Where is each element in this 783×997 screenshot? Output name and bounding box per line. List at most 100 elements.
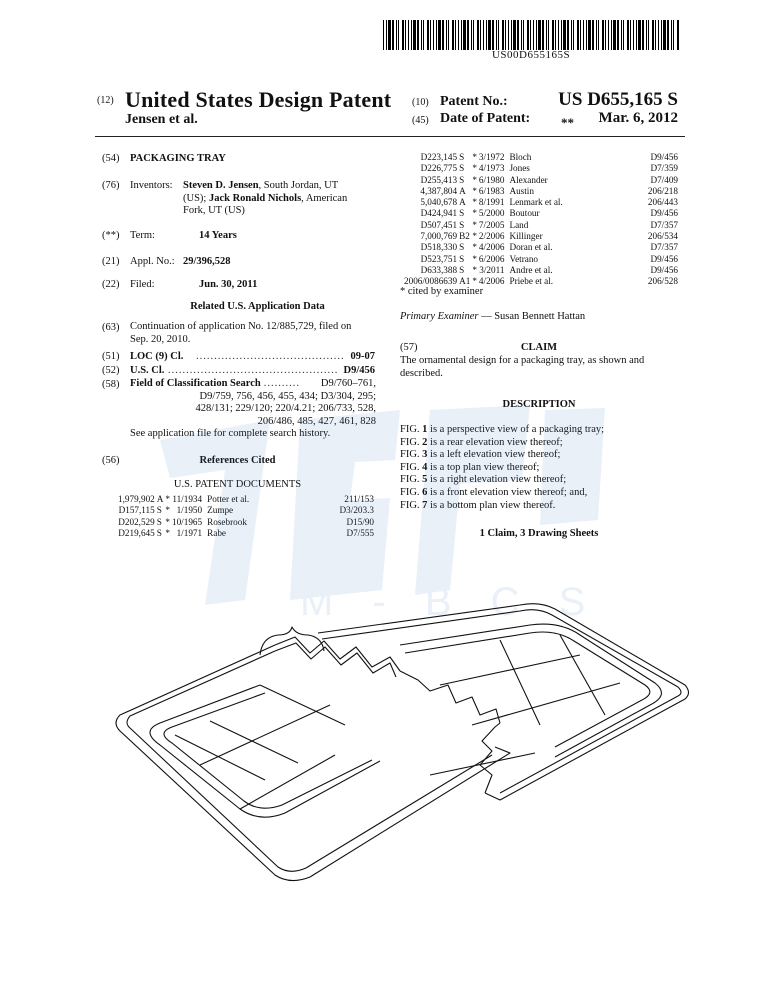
reference-inventor: Land: [509, 219, 529, 230]
barcode-bar: [652, 20, 654, 50]
barcode-bar: [386, 20, 387, 50]
barcode-bar: [488, 20, 491, 50]
code-10: (10): [412, 97, 429, 108]
barcode-bar: [417, 20, 419, 50]
reference-date: 5/2000: [478, 208, 505, 219]
barcode-bar: [405, 20, 406, 50]
reference-star: *: [472, 276, 477, 287]
reference-number: 1,979,902: [118, 494, 155, 504]
reference-number: 4,387,804: [420, 185, 458, 196]
reference-number: D219,645: [118, 527, 155, 538]
patent-barcode: [383, 20, 679, 50]
fig-text: is a bottom plan view thereof.: [427, 499, 556, 511]
patent-no-label: Patent No.:: [440, 94, 508, 109]
barcode-bar: [546, 20, 547, 50]
uscl-label: U.S. Cl.: [130, 365, 165, 376]
examiner-name: — Susan Bennett Hattan: [478, 311, 586, 322]
barcode-bar: [508, 20, 509, 50]
cited-note: * cited by examiner: [400, 286, 484, 297]
inventors-block: Steven D. Jensen, South Jordan, UT (US);…: [183, 180, 393, 218]
reference-inventor: Andre et al.: [509, 264, 553, 275]
reference-star: *: [472, 219, 477, 230]
reference-number: D424,941: [420, 208, 458, 219]
reference-class: D7/357: [650, 219, 678, 230]
barcode-bar: [442, 20, 444, 50]
barcode-bar: [492, 20, 494, 50]
reference-inventor: Lenmark et al.: [509, 197, 563, 208]
barcode-bar: [533, 20, 534, 50]
code-57: (57): [400, 342, 418, 353]
reference-date: 11/1934: [172, 494, 203, 504]
barcode-bar: [621, 20, 622, 50]
inventors-label: Inventors:: [130, 180, 173, 191]
reference-kind: A: [459, 185, 466, 196]
term-label: Term:: [130, 230, 155, 241]
header-divider: [95, 136, 685, 137]
claim-text: The ornamental design for a packaging tr…: [400, 355, 680, 380]
reference-number: D518,330: [420, 242, 458, 253]
barcode-bar: [655, 20, 656, 50]
barcode-bar: [430, 20, 431, 50]
fig-text: is a left elevation view thereof;: [427, 449, 560, 460]
barcode-bar: [542, 20, 544, 50]
reference-inventor: Killinger: [509, 231, 543, 242]
barcode-bar: [530, 20, 531, 50]
field-line-5: See application file for complete search…: [130, 428, 330, 440]
reference-kind: A: [156, 494, 164, 504]
reference-class: 211/153: [344, 494, 374, 504]
reference-date: 1/1950: [176, 505, 203, 516]
fig-text: is a rear elevation view thereof;: [427, 437, 563, 448]
reference-class: D9/456: [650, 253, 678, 264]
description-heading: DESCRIPTION: [502, 399, 576, 410]
classification-block: Field of Classification Search..........…: [130, 378, 376, 441]
reference-star: *: [472, 163, 477, 174]
code-76: (76): [102, 180, 120, 191]
inventor-1-country: (US);: [183, 192, 209, 204]
barcode-bar: [648, 20, 649, 50]
reference-star: *: [472, 197, 477, 208]
reference-date: 7/2005: [478, 219, 505, 230]
barcode-bar: [671, 20, 672, 50]
reference-inventor: Rabe: [203, 528, 338, 539]
reference-date: 4/2006: [478, 276, 505, 287]
watermark: M - B C S: [160, 405, 605, 624]
figure-description: FIG. 5 is a right elevation view thereof…: [400, 474, 685, 487]
barcode-bar: [433, 20, 434, 50]
barcode-bar: [436, 20, 437, 50]
reference-number: D223,145: [420, 152, 458, 162]
claims-sheets: 1 Claim, 3 Drawing Sheets: [479, 528, 599, 539]
figure-description: FIG. 4 is a top plan view thereof;: [400, 462, 685, 475]
reference-kind: S: [459, 174, 465, 185]
reference-kind: S: [459, 264, 465, 275]
reference-number: 5,040,678: [420, 197, 458, 208]
reference-kind: S: [459, 219, 465, 230]
barcode-bar: [421, 20, 422, 50]
barcode-bar: [617, 20, 619, 50]
fig-text: is a front elevation view thereof; and,: [427, 486, 588, 498]
reference-date: 4/1973: [478, 163, 505, 174]
tray-figure-drawing: [115, 603, 690, 882]
code-term: (**): [102, 230, 120, 241]
continuation-line-2: Sep. 20, 2010.: [130, 333, 191, 345]
reference-kind: S: [459, 163, 465, 174]
reference-class: D15/90: [339, 517, 375, 528]
reference-kind: S: [156, 527, 162, 538]
reference-date: 3/1972: [478, 152, 505, 162]
reference-inventor: Vetrano: [509, 253, 539, 264]
reference-number: D255,413: [420, 174, 458, 185]
barcode-bar: [583, 20, 584, 50]
code-45: (45): [412, 115, 429, 126]
filed-label: Filed:: [130, 279, 155, 290]
reference-kind: S: [459, 208, 465, 219]
barcode-bar: [513, 20, 516, 50]
reference-number: 2006/0086639: [404, 276, 458, 287]
uscl-leader: ........................................…: [168, 365, 338, 376]
reference-class: 206/528: [647, 276, 678, 287]
reference-number: D202,529: [118, 516, 155, 527]
barcode-bar: [580, 20, 581, 50]
